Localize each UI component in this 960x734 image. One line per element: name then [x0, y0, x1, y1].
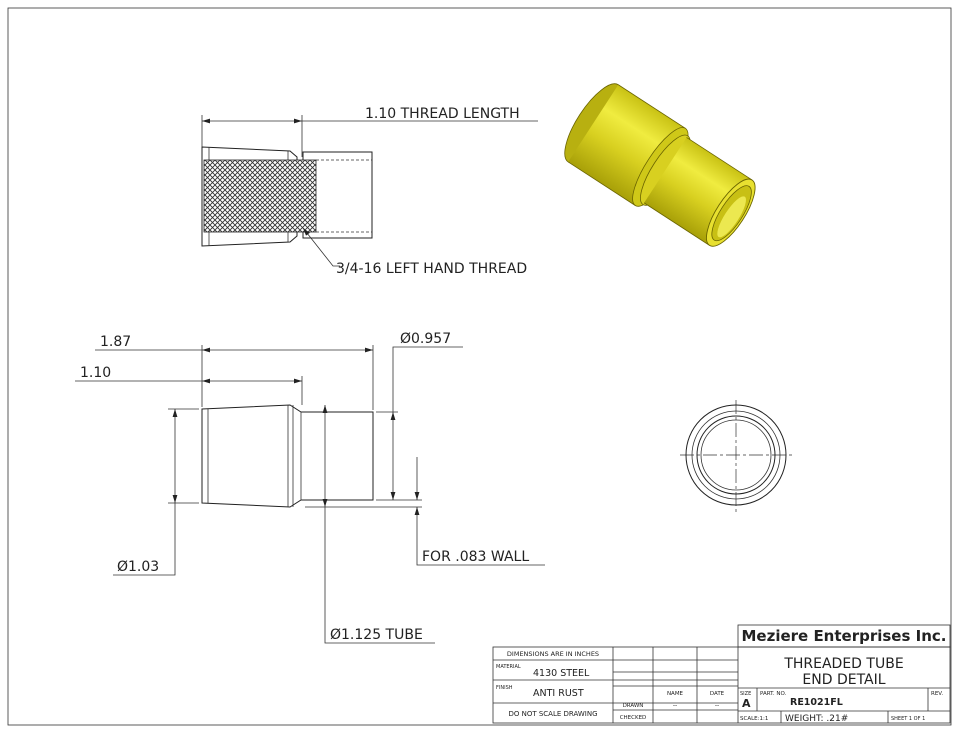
- body-length-dimension: 1.10: [80, 365, 111, 381]
- thread-length-dimension: 1.10 THREAD LENGTH: [365, 106, 520, 122]
- drawn-label: DRAWN: [623, 703, 644, 709]
- size-value: A: [742, 697, 751, 710]
- checked-label: CHECKED: [620, 715, 647, 721]
- size-label: SIZE: [740, 691, 751, 697]
- part-no-label: PART. NO.: [760, 691, 787, 697]
- overall-length-dimension: 1.87: [100, 334, 131, 350]
- part-no-value: RE1021FL: [790, 697, 843, 708]
- rev-label: REV.: [931, 691, 943, 697]
- finish-label: FINISH: [496, 685, 513, 691]
- wall-thickness-note: FOR .083 WALL: [422, 549, 529, 565]
- scale-label: SCALE:1:1: [740, 716, 768, 722]
- do-not-scale-note: DO NOT SCALE DRAWING: [508, 710, 597, 718]
- tube-diameter-dimension: Ø1.125 TUBE: [330, 627, 423, 643]
- company-name: Meziere Enterprises Inc.: [742, 627, 947, 645]
- material-label: MATERIAL: [496, 664, 521, 670]
- drawing-title-line2: END DETAIL: [802, 672, 885, 688]
- finish-value: ANTI RUST: [533, 688, 584, 699]
- thread-spec-note: 3/4-16 LEFT HAND THREAD: [336, 261, 527, 277]
- side-view: 1.87 1.10 Ø0.957 Ø1.03 Ø1.125 TUBE FOR .…: [75, 331, 545, 644]
- sheet-label: SHEET 1 OF 1: [891, 716, 925, 722]
- date-header: DATE: [710, 691, 725, 697]
- weight-label: WEIGHT: .21#: [785, 714, 848, 724]
- drawn-date: --: [715, 702, 719, 709]
- end-view: [680, 400, 792, 512]
- body-diameter-dimension: Ø1.03: [117, 559, 159, 575]
- drawn-name: --: [673, 702, 677, 709]
- dimensions-note: DIMENSIONS ARE IN INCHES: [507, 650, 599, 658]
- isometric-part-view: [564, 83, 756, 247]
- thread-view: 1.10 THREAD LENGTH 3/4-16 LEFT HAND THRE…: [201, 106, 538, 277]
- material-value: 4130 STEEL: [533, 668, 590, 679]
- title-block: Meziere Enterprises Inc. THREADED TUBE E…: [492, 624, 951, 724]
- drawing-title-line1: THREADED TUBE: [783, 656, 903, 672]
- name-header: NAME: [667, 691, 684, 697]
- inner-diameter-dimension: Ø0.957: [400, 331, 451, 347]
- sheet-border: [7, 7, 952, 726]
